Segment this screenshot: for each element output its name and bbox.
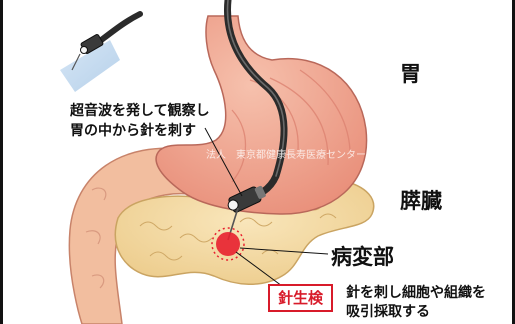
- label-biopsy-desc-line1: 針を刺し細胞や組織を: [346, 284, 486, 302]
- watermark: 法人 東京都健康長寿医療センター: [206, 146, 366, 161]
- label-ultrasound-line2: 胃の中から針を刺す: [70, 122, 196, 140]
- endoscope-icon: [60, 14, 140, 92]
- label-lesion: 病変部: [331, 241, 394, 271]
- label-pancreas: 膵臓: [400, 185, 442, 215]
- label-stomach: 胃: [400, 58, 421, 88]
- label-biopsy-desc-line2: 吸引採取する: [346, 303, 430, 321]
- label-biopsy-badge: 針生検: [268, 284, 333, 312]
- label-ultrasound-line1: 超音波を発して観察し: [70, 102, 210, 120]
